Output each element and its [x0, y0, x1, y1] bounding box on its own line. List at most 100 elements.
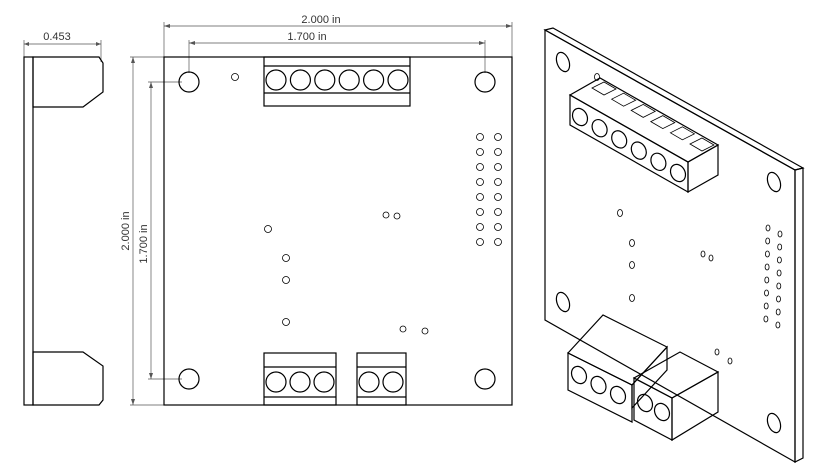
hole-height-arrow-top: [149, 82, 153, 88]
iso-top-terminal-side: [687, 143, 719, 194]
iso-bottom-right-terminal-block: [632, 351, 720, 442]
iso-terminal-screw: [650, 152, 667, 171]
height-dim-arrow-bottom: [131, 399, 135, 405]
terminal-screw: [313, 371, 335, 393]
iso-via: [629, 294, 635, 302]
iso-mounting-hole: [766, 412, 782, 434]
iso-bl-terminal-top: [567, 314, 668, 386]
header-pin: [476, 223, 484, 231]
iso-terminal-slot: [591, 81, 617, 96]
via: [399, 325, 407, 333]
side-board-edge: [23, 56, 34, 406]
iso-mounting-hole: [555, 51, 571, 73]
iso-header-pin: [777, 243, 783, 251]
hole-width-arrow-left: [189, 41, 195, 45]
hole-height-arrow-bottom: [149, 373, 153, 379]
width-dim-arrow-right: [506, 24, 512, 28]
header-pin: [476, 193, 484, 201]
terminal-screw: [289, 69, 311, 91]
header-pin: [494, 178, 502, 186]
terminal-screw: [358, 371, 380, 393]
terminal-screw: [382, 371, 404, 393]
width-dim-arrow-left: [164, 24, 170, 28]
iso-terminal-screw: [591, 119, 608, 138]
via: [393, 212, 401, 220]
iso-header-pin: [777, 256, 782, 264]
height-dim-arrow-top: [131, 57, 135, 63]
header-pin: [476, 208, 484, 216]
iso-terminal-screw: [590, 375, 607, 395]
header-pin: [494, 238, 502, 246]
iso-via: [714, 348, 720, 356]
iso-header-pins: [763, 224, 783, 329]
side-bottom-terminal: [32, 351, 104, 406]
side-thickness-label: 0.453: [43, 31, 71, 43]
iso-top-terminal-block: [568, 77, 720, 194]
iso-board-top-edge: [543, 27, 805, 171]
header-pin: [476, 148, 484, 156]
header-pin: [476, 163, 484, 171]
iso-via: [629, 261, 635, 269]
iso-header-pin: [775, 321, 781, 329]
via: [282, 254, 290, 262]
top-terminal-block: [263, 56, 411, 107]
iso-terminal-slot: [669, 126, 696, 141]
overall-width-label: 2.000 in: [301, 14, 340, 26]
iso-via: [700, 250, 706, 258]
header-pin: [476, 133, 484, 141]
hole-width-arrow-right: [479, 41, 485, 45]
iso-terminal-slot: [610, 92, 637, 107]
iso-top-terminal-slots: [591, 81, 715, 152]
iso-terminal-screw: [611, 130, 628, 149]
overall-height-label: 2.000 in: [120, 211, 132, 250]
header-pin: [476, 178, 484, 186]
bottom-right-terminal-block: [356, 352, 407, 406]
iso-terminal-slot: [649, 115, 676, 130]
iso-header-pin: [776, 282, 782, 290]
iso-top-terminal-top: [568, 77, 720, 163]
top-terminal-screws: [265, 69, 409, 91]
iso-terminal-screw: [653, 402, 671, 422]
iso-terminal-slot: [689, 137, 715, 152]
header-pins: [476, 133, 502, 246]
terminal-screw: [265, 371, 287, 393]
iso-header-pin: [775, 308, 781, 316]
terminal-screw: [387, 69, 409, 91]
iso-header-pin: [765, 250, 770, 258]
bottom-right-terminal-body: [356, 352, 407, 406]
iso-terminal-slot: [630, 103, 657, 118]
side-dim-arrow-left: [24, 42, 29, 46]
iso-header-pin: [763, 302, 769, 310]
via: [282, 276, 290, 284]
iso-br-terminal-front: [633, 377, 673, 441]
iso-br-terminal-screws: [636, 393, 671, 422]
iso-header-pin: [765, 224, 771, 232]
header-pin: [494, 163, 502, 171]
terminal-screw: [265, 69, 287, 91]
side-dim-arrow-right: [96, 42, 101, 46]
via: [264, 225, 272, 233]
iso-bottom-left-terminal-block: [567, 314, 668, 423]
iso-header-pin: [764, 263, 770, 271]
side-view: 0.453: [23, 31, 104, 406]
bottom-left-terminal-screws: [265, 371, 335, 393]
iso-bl-terminal-side: [631, 345, 668, 410]
iso-header-pin: [765, 237, 771, 245]
iso-header-pin: [763, 315, 769, 323]
board-outline: [163, 56, 513, 406]
terminal-screw: [363, 69, 385, 91]
header-pin: [494, 223, 502, 231]
header-pin: [494, 208, 502, 216]
bottom-right-terminal-screws: [358, 371, 404, 393]
iso-header-pin: [764, 289, 769, 297]
iso-header-pin: [776, 295, 781, 303]
iso-top-terminal-front: [569, 93, 689, 194]
iso-bl-terminal-screws: [570, 365, 627, 405]
header-pin: [494, 133, 502, 141]
iso-header-pin: [764, 276, 770, 284]
iso-via: [708, 254, 714, 262]
mounting-hole-bottom-right: [474, 368, 496, 390]
bottom-left-terminal-block: [263, 352, 337, 406]
via: [421, 327, 429, 335]
